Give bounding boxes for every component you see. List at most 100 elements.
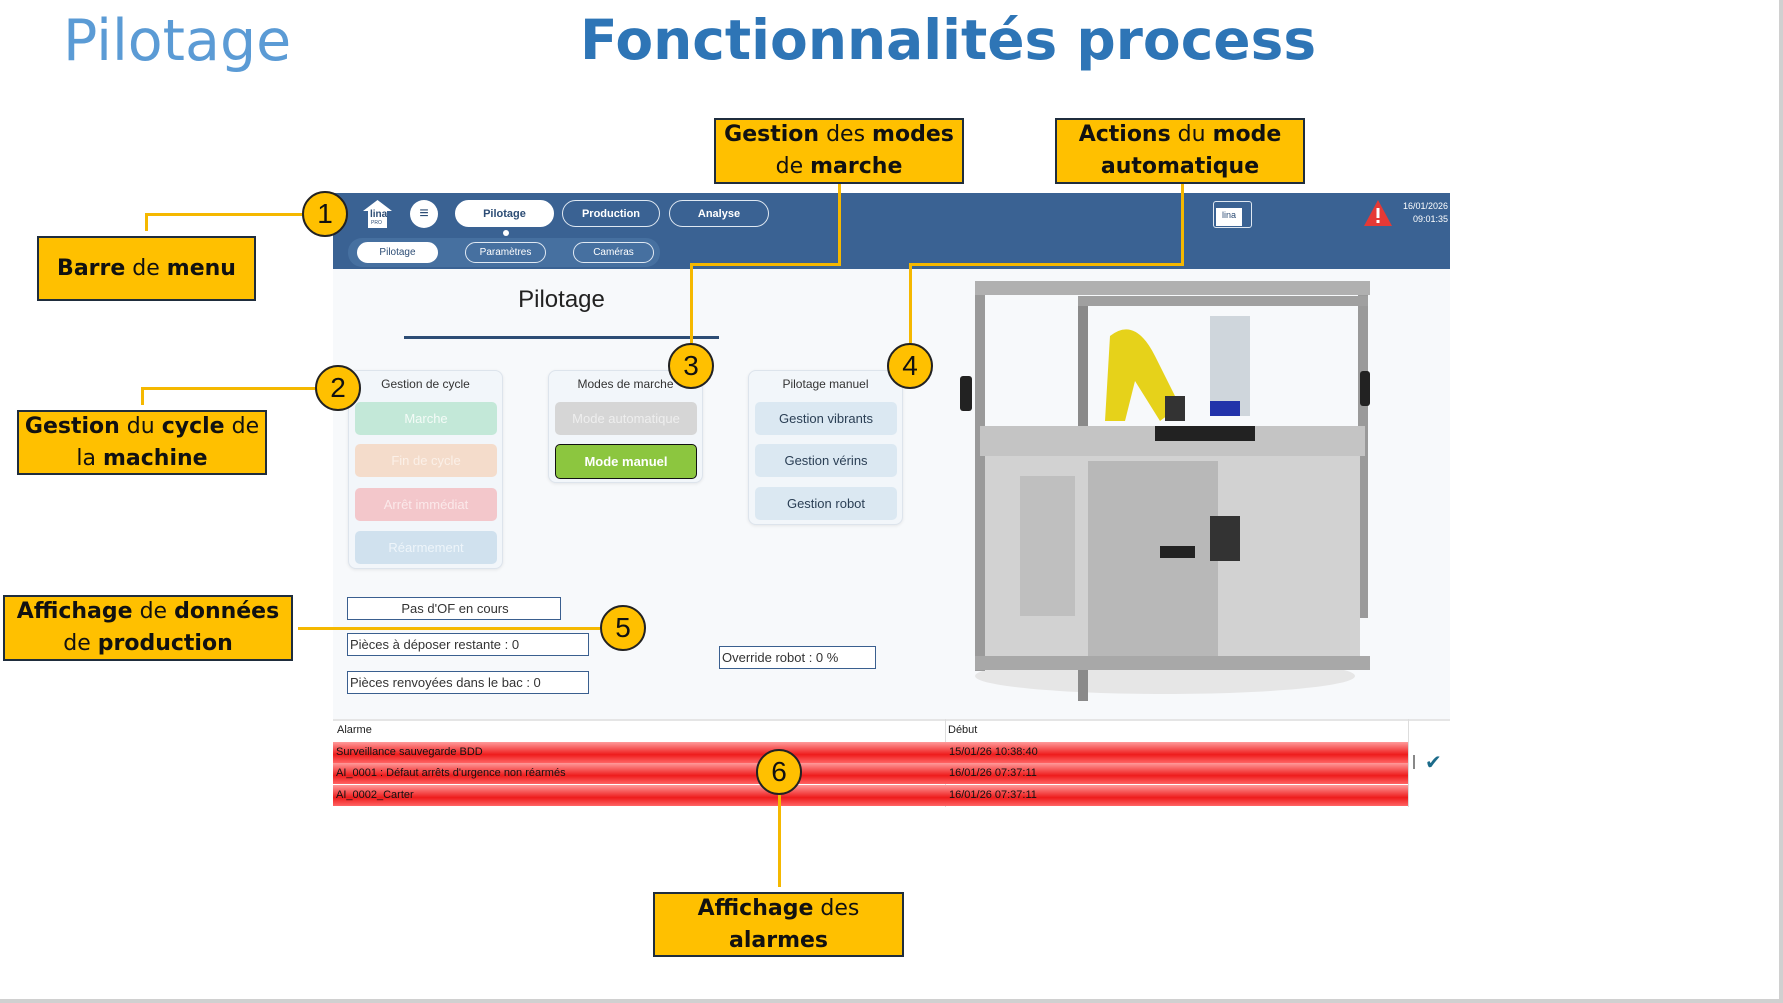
header-time: 09:01:35 (1412, 214, 1448, 224)
home-logo-sub: PRO (371, 220, 382, 226)
warning-icon (1364, 200, 1392, 226)
active-tab-indicator (503, 230, 509, 236)
slide-border (1779, 0, 1783, 1003)
home-icon (363, 200, 392, 228)
modes-group-title: Modes de marche (577, 377, 674, 391)
alarm-row[interactable]: Surveillance sauvegarde BDD 15/01/26 10:3… (333, 742, 1408, 763)
connector-line (146, 213, 302, 216)
home-button[interactable]: lina PRO (362, 199, 393, 229)
home-logo-text: lina (370, 209, 388, 220)
arret-immediat-button[interactable]: Arrêt immédiat (355, 488, 497, 521)
fin-de-cycle-button[interactable]: Fin de cycle (355, 444, 497, 477)
alarm-start: 16/01/26 07:37:11 (949, 767, 1037, 779)
connector-line (778, 795, 781, 887)
header-date: 16/01/2026 (1402, 201, 1448, 211)
callout-menu-bar: Barre de menu (37, 236, 256, 301)
connector-line (145, 213, 148, 231)
start-column-header: Début (948, 724, 978, 736)
callout-text: des (819, 122, 873, 147)
returned-parts-field: Pièces renvoyées dans le bac : 0 (347, 671, 589, 694)
marche-button[interactable]: Marche (355, 402, 497, 435)
marker-4: 4 (887, 343, 933, 389)
checkmark-icon: ✔ (1425, 752, 1442, 774)
gestion-robot-button[interactable]: Gestion robot (755, 487, 897, 520)
manual-group: Pilotage manuel Gestion vibrants Gestion… (748, 370, 903, 525)
callout-text: mode automatique (1100, 122, 1282, 179)
connector-line (141, 387, 144, 405)
remaining-parts-field: Pièces à déposer restante : 0 (347, 633, 589, 656)
alarm-row[interactable]: AI_0001 : Défaut arrêts d'urgence non ré… (333, 763, 1408, 784)
alarm-warning-button[interactable] (1363, 199, 1393, 232)
rearmement-button[interactable]: Réarmement (355, 531, 497, 564)
marker-3: 3 (668, 343, 714, 389)
hamburger-icon: ≡ (419, 205, 429, 222)
gestion-verins-button[interactable]: Gestion vérins (755, 444, 897, 477)
slide-border (0, 999, 1783, 1003)
alarm-name: AI_0001 : Défaut arrêts d'urgence non ré… (336, 767, 566, 779)
machine-image (960, 281, 1370, 701)
callout-text: marche (810, 154, 903, 179)
alarm-name: Surveillance sauvegarde BDD (336, 746, 483, 758)
page-heading: Pilotage (518, 286, 605, 313)
subtab-cameras[interactable]: Caméras (573, 242, 654, 263)
alarm-row[interactable]: AI_0002_Carter 16/01/26 07:37:11 (333, 785, 1408, 806)
tab-analyse[interactable]: Analyse (669, 200, 769, 227)
slide-title-main: Fonctionnalités process (580, 8, 1317, 72)
tab-production[interactable]: Production (562, 200, 660, 227)
callout-text: du (119, 413, 162, 439)
subtab-parametres[interactable]: Paramètres (465, 242, 546, 263)
tab-pilotage[interactable]: Pilotage (455, 200, 554, 227)
heading-underline (404, 336, 719, 339)
menu-button[interactable]: ≡ (410, 200, 438, 228)
connector-line (909, 263, 912, 343)
callout-text: machine (102, 445, 208, 471)
connector-line (909, 263, 1184, 266)
subtab-pilotage[interactable]: Pilotage (357, 242, 438, 263)
callout-text: de (775, 154, 811, 179)
alarm-scrollbar[interactable] (1413, 755, 1415, 769)
callout-text: Gestion (724, 122, 820, 147)
alarm-name: AI_0002_Carter (336, 789, 414, 801)
marker-6: 6 (756, 749, 802, 795)
callout-text: Gestion (24, 413, 120, 439)
marker-2: 2 (315, 365, 361, 411)
acknowledge-alarms-button[interactable]: ✔ (1425, 750, 1442, 775)
callout-alarms: Affichage des alarmes (653, 892, 904, 957)
callout-text: Actions (1078, 122, 1171, 147)
marker-1: 1 (302, 191, 348, 237)
brand-logo: lina (1216, 208, 1242, 226)
alarm-start: 16/01/26 07:37:11 (949, 789, 1037, 801)
callout-text: Barre (57, 255, 126, 281)
brand-logo-frame: lina (1213, 201, 1252, 228)
of-status-field: Pas d'OF en cours (347, 597, 561, 620)
alarm-start: 15/01/26 10:38:40 (949, 746, 1038, 758)
mode-manuel-button[interactable]: Mode manuel (555, 444, 697, 479)
cycle-group-title: Gestion de cycle (381, 377, 470, 391)
connector-line (1181, 184, 1184, 265)
marker-5: 5 (600, 605, 646, 651)
callout-text: de la (76, 413, 260, 471)
callout-text: alarmes (728, 927, 829, 953)
callout-text: Affichage (697, 895, 814, 921)
callout-modes: Gestion des modes de marche (714, 118, 964, 184)
callout-text: menu (166, 255, 236, 281)
override-robot-field: Override robot : 0 % (719, 646, 876, 669)
mode-automatique-button[interactable]: Mode automatique (555, 402, 697, 435)
connector-line (298, 627, 600, 630)
column-divider (1408, 719, 1409, 807)
callout-text: du (1170, 122, 1213, 147)
callout-text: de (125, 255, 167, 281)
cycle-group: Gestion de cycle Marche Fin de cycle Arr… (348, 370, 503, 569)
callout-text: de (63, 631, 98, 656)
callout-text: Affichage (16, 599, 133, 624)
callout-auto-actions: Actions du mode automatique (1055, 118, 1305, 184)
callout-text: de (132, 599, 175, 624)
callout-production: Affichage de données de production (3, 595, 293, 661)
gestion-vibrants-button[interactable]: Gestion vibrants (755, 402, 897, 435)
callout-text: modes (872, 122, 954, 147)
connector-line (838, 184, 841, 265)
modes-group: Modes de marche Mode automatique Mode ma… (548, 370, 703, 483)
manual-group-title: Pilotage manuel (782, 377, 869, 391)
connector-line (690, 263, 841, 266)
callout-text: données (174, 599, 280, 624)
